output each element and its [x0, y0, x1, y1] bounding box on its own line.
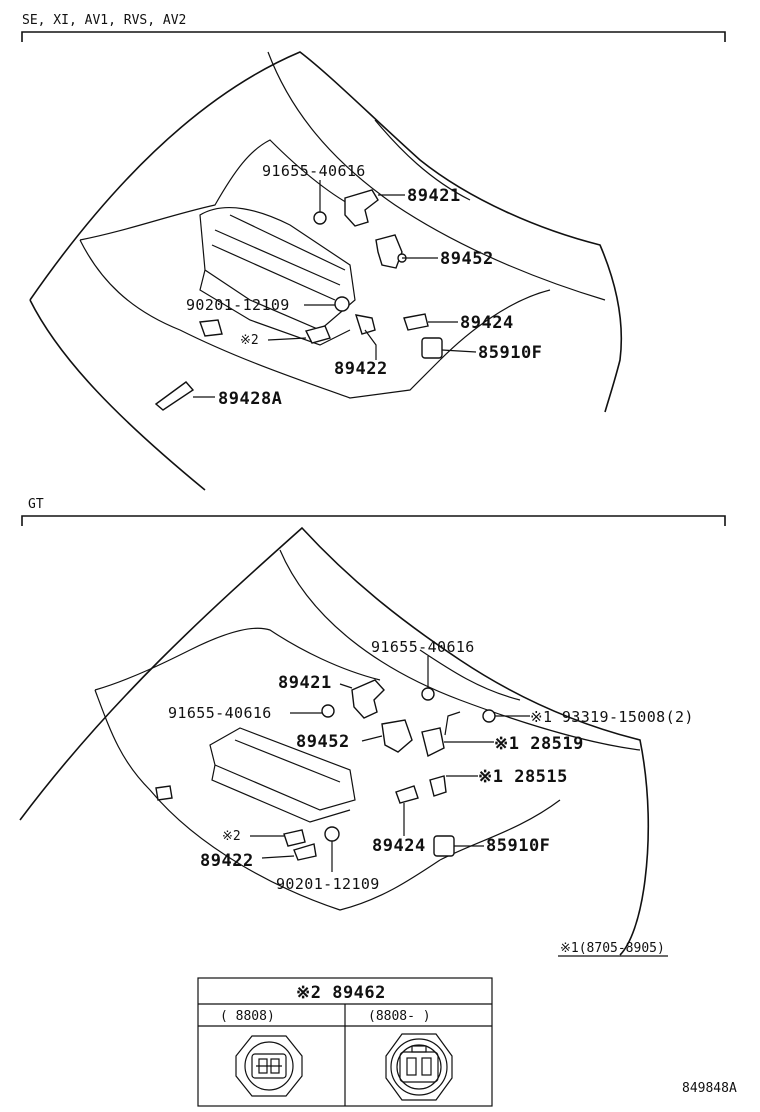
figure-id: 849848A: [682, 1081, 737, 1096]
bottom-engine-block: [209, 727, 356, 823]
top-label-89422: 89422: [334, 359, 388, 379]
top-fender-line: [267, 51, 606, 301]
bottom-label-91655-40616-b: 91655-40616: [168, 704, 272, 722]
top-part-89428A: [154, 381, 195, 411]
top-label-note2: ※2: [240, 333, 259, 348]
top-label-85910F: 85910F: [478, 343, 542, 363]
top-part-89462-note2: [304, 325, 331, 344]
top-label-89452: 89452: [440, 249, 494, 269]
bottom-part-89452: [381, 719, 413, 753]
bottom-part-89422: [293, 843, 317, 861]
top-part-91655-40616: [313, 211, 327, 225]
bottom-part-89424: [395, 785, 419, 804]
connector-old-icon: [235, 1035, 303, 1097]
inset-table: ※2 89462 ( 8808) (8808- ): [197, 977, 493, 1107]
top-label-89421: 89421: [407, 186, 461, 206]
top-part-89424: [403, 313, 429, 331]
top-section-label: SE, XI, AV1, RVS, AV2: [22, 13, 186, 28]
top-section: SE, XI, AV1, RVS, AV2: [21, 13, 726, 491]
top-part-89421: [344, 189, 379, 227]
bottom-label-28519: ※1 28519: [494, 734, 584, 754]
bottom-label-89452: 89452: [296, 732, 350, 752]
bottom-label-89422: 89422: [200, 851, 254, 871]
bottom-fender-line: [279, 549, 641, 751]
bottom-part-93319-15008: [482, 709, 496, 723]
top-label-91655-40616: 91655-40616: [262, 162, 366, 180]
bottom-label-89421: 89421: [278, 673, 332, 693]
top-part-89422: [354, 314, 376, 335]
footnote-applicability: ※1(8705-8905): [560, 941, 665, 956]
bottom-part-91655-40616-b: [321, 704, 335, 718]
bottom-part-89462-note2: [283, 829, 306, 847]
bottom-leader-lines: [250, 656, 530, 872]
top-part-89452: [375, 234, 403, 269]
top-label-90201-12109: 90201-12109: [186, 296, 290, 314]
bottom-section-bracket: [21, 515, 726, 526]
connector-new-icon: [385, 1033, 453, 1101]
bottom-part-clip: [155, 785, 173, 801]
top-section-bracket: [21, 31, 726, 42]
top-hood-outline: [29, 51, 623, 413]
inset-title: ※2 89462: [296, 983, 386, 1003]
top-label-89424: 89424: [460, 313, 514, 333]
bottom-part-28519: [421, 727, 445, 758]
bottom-bay-inner: [94, 627, 441, 911]
bottom-label-90201-12109: 90201-12109: [276, 875, 380, 893]
top-label-89428A: 89428A: [218, 389, 282, 409]
top-engine-block: [199, 207, 356, 346]
top-bay-inner: [79, 139, 441, 399]
bottom-label-note2: ※2: [222, 829, 241, 844]
bottom-bay-wall: [419, 649, 561, 861]
bottom-part-90201-12109: [324, 826, 340, 842]
bottom-part-85910F: [433, 835, 455, 857]
bottom-part-89421: [351, 679, 385, 719]
bottom-hood-outline: [19, 526, 650, 956]
bottom-label-89424: 89424: [372, 836, 426, 856]
top-bay-front: [29, 299, 206, 491]
bottom-part-28515: [429, 775, 447, 797]
inset-col-right-range: (8808- ): [368, 1009, 431, 1024]
top-leader-lines: [193, 180, 477, 398]
bottom-label-28515: ※1 28515: [478, 767, 568, 787]
bottom-section-label: GT: [28, 497, 44, 512]
bottom-part-91655-40616-a: [421, 687, 435, 701]
top-part-90201-12109: [334, 296, 350, 312]
bottom-label-85910F: 85910F: [486, 836, 550, 856]
bottom-section: GT: [19, 497, 726, 956]
top-part-clip: [199, 319, 223, 337]
inset-col-left-range: ( 8808): [220, 1009, 275, 1024]
bottom-label-93319-15008: ※1 93319-15008(2): [530, 708, 694, 726]
bottom-label-91655-40616-a: 91655-40616: [371, 638, 475, 656]
top-part-85910F: [421, 337, 443, 359]
